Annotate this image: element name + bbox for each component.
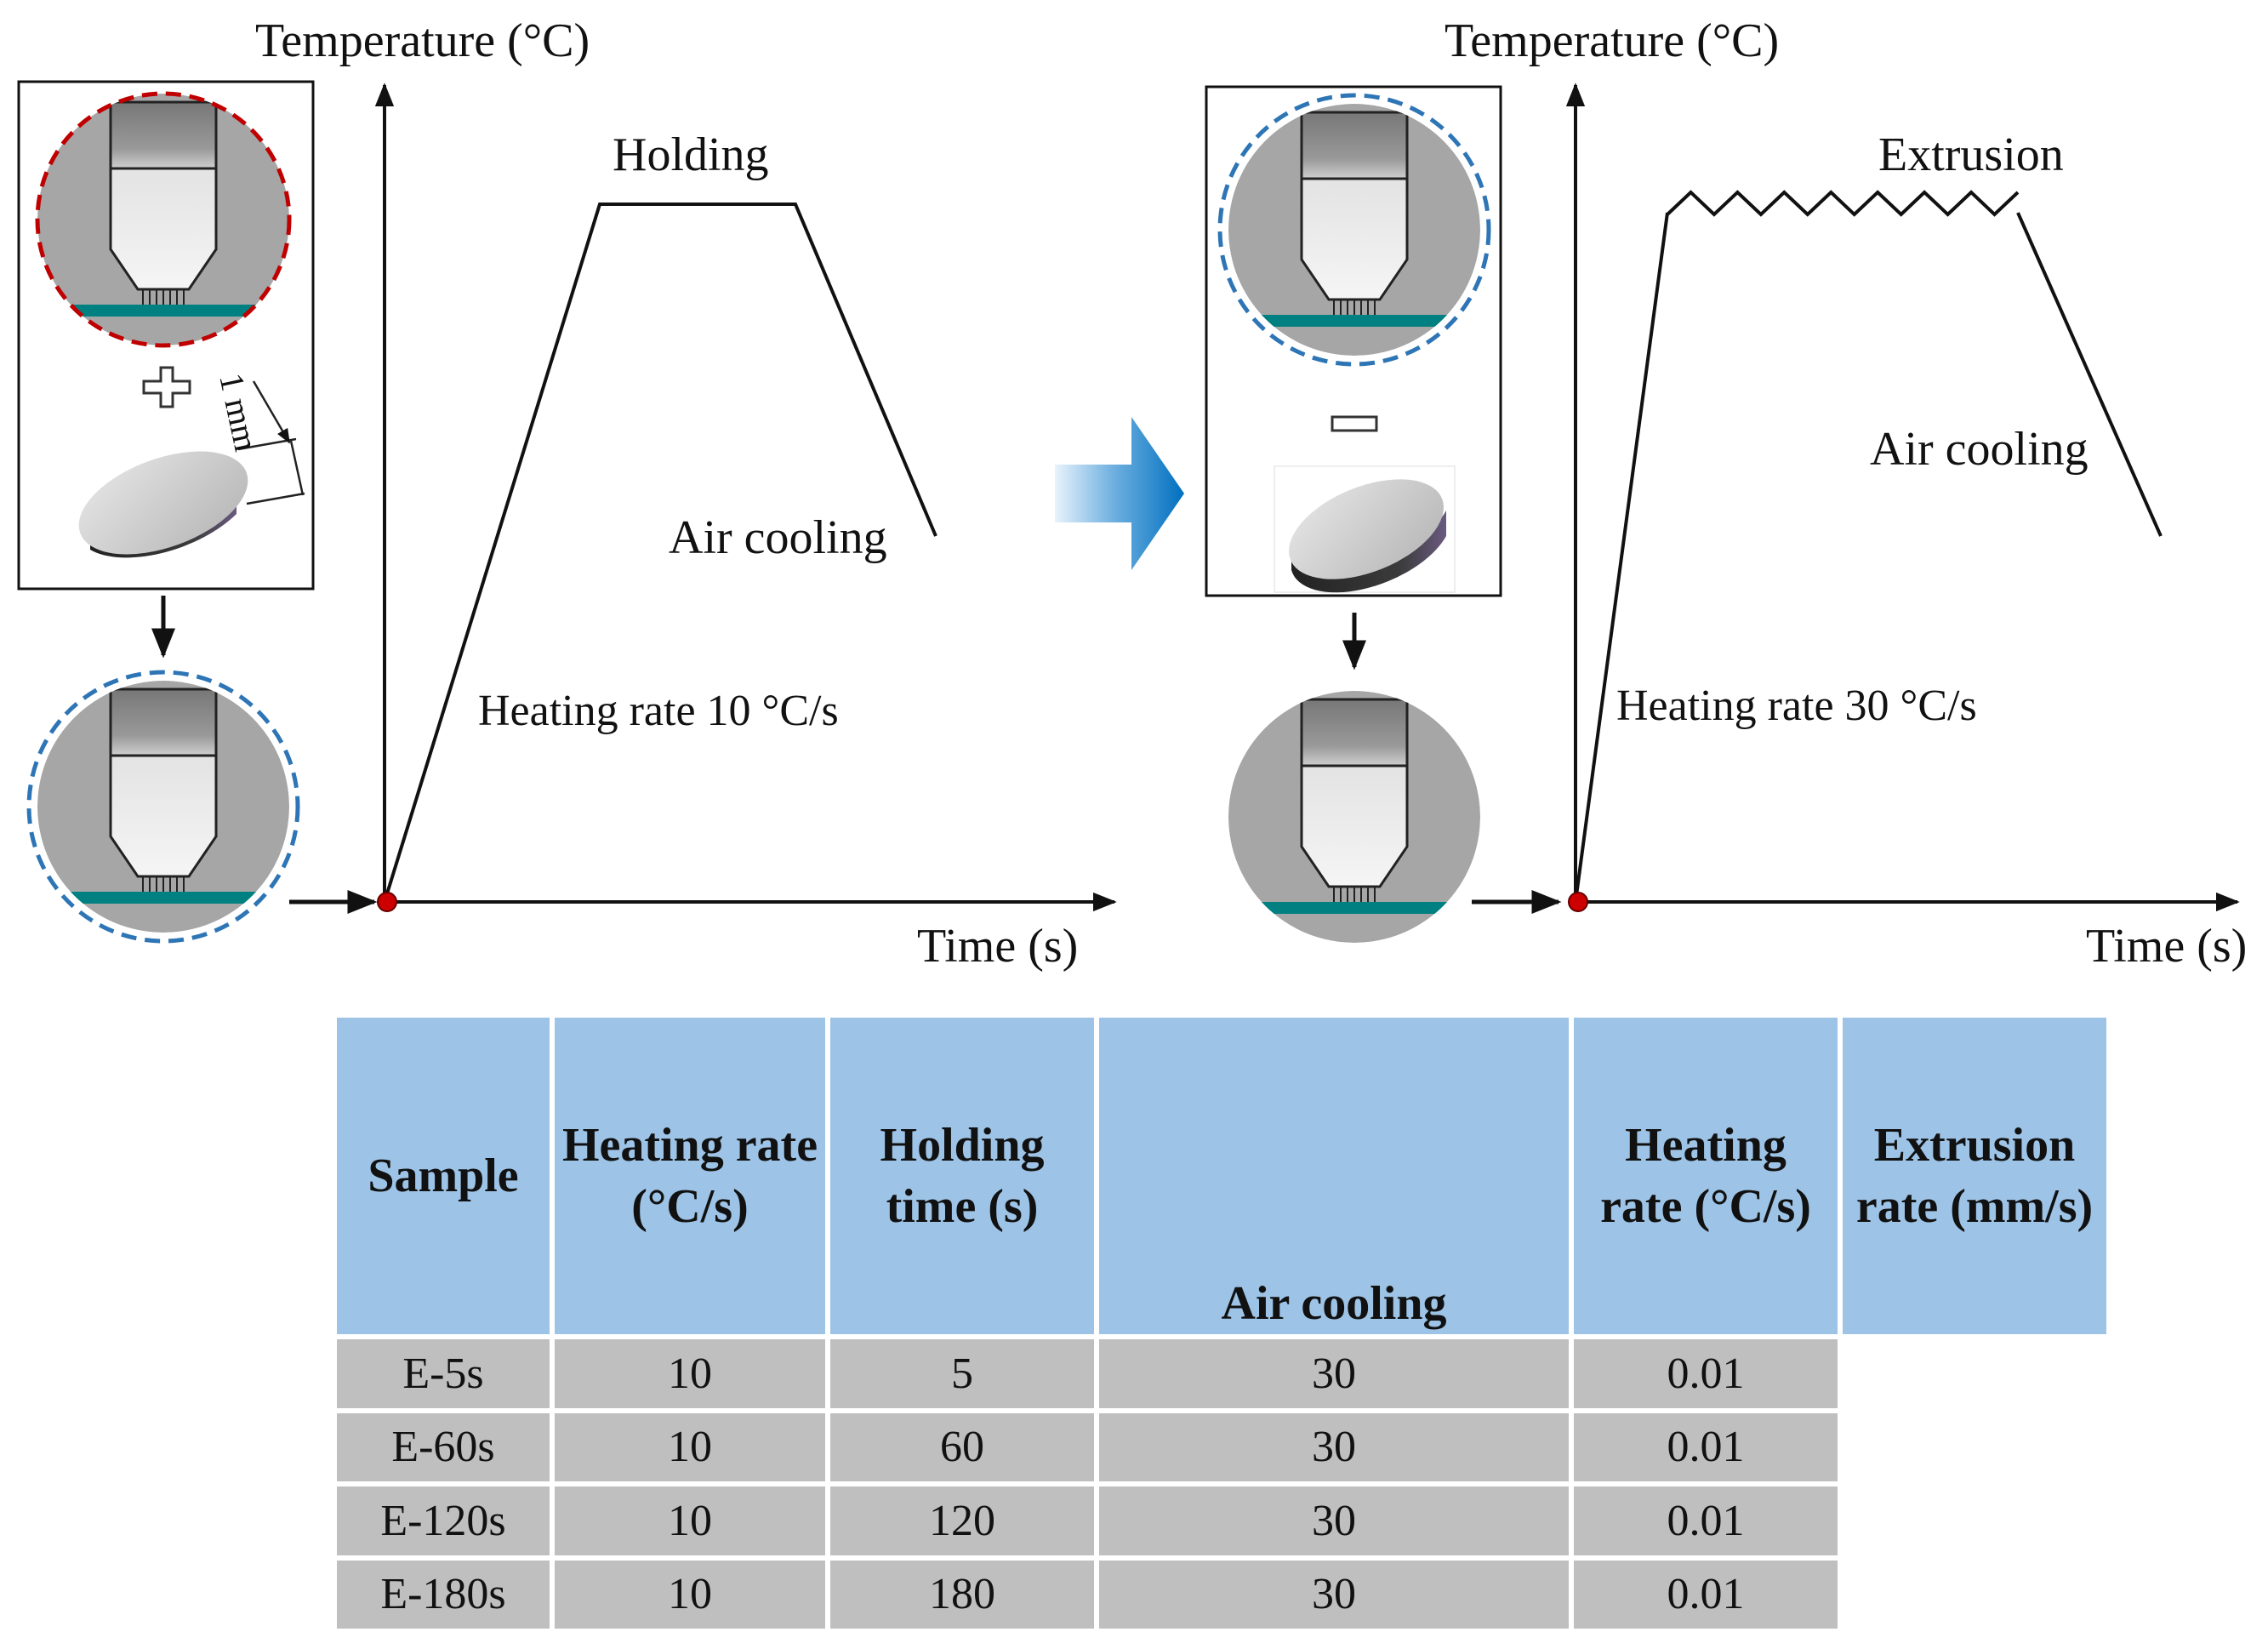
cell-extrusion-rate: 0.01 <box>1574 1486 1838 1555</box>
header-heating-rate-1: Heating rate (°C/s) <box>555 1018 825 1334</box>
sample-disk-left <box>78 451 248 558</box>
big-transition-arrow <box>1055 417 1184 570</box>
right-start-dot <box>1568 892 1588 912</box>
crucible-with-melt <box>1217 93 1491 367</box>
left-x-axis-label: Time (s) <box>917 920 1078 973</box>
cell-heating-rate-2: 30 <box>1099 1560 1569 1629</box>
cell-sample: E-180s <box>337 1560 550 1629</box>
right-temperature-graph: Temperature (°C) Time (s) Extrusion Air … <box>1445 14 2247 973</box>
plus-icon <box>142 366 191 408</box>
crucible-after-melt <box>26 670 300 944</box>
cell-heating-rate-2: 30 <box>1099 1412 1569 1481</box>
left-y-axis-label: Temperature (°C) <box>255 14 590 67</box>
right-y-axis-label: Temperature (°C) <box>1445 14 1779 67</box>
extrusion-label: Extrusion <box>1878 128 2064 181</box>
cell-sample: E-60s <box>337 1412 550 1481</box>
right-x-axis-label: Time (s) <box>2086 920 2247 973</box>
minus-icon <box>1331 415 1378 432</box>
cell-extrusion-rate: 0.01 <box>1574 1339 1838 1408</box>
table-row: E-5s 10 5 30 0.01 <box>337 1339 2106 1408</box>
left-air-cooling-label: Air cooling <box>669 511 887 564</box>
crucible-before-melt <box>35 91 292 348</box>
extrusion-zigzag <box>1666 190 2020 217</box>
cell-holding-time: 120 <box>830 1486 1094 1555</box>
cell-heating-rate-1: 10 <box>555 1560 825 1629</box>
cell-extrusion-rate: 0.01 <box>1574 1560 1838 1629</box>
table-header-row: Sample Heating rate (°C/s) Holding time … <box>337 1018 2106 1334</box>
blue-dashed-circle <box>26 670 300 944</box>
header-sample: Sample <box>337 1018 550 1334</box>
cell-heating-rate-1: 10 <box>555 1486 825 1555</box>
header-holding-time: Holding time (s) <box>830 1018 1094 1334</box>
air-cooling-merged-cell: Air cooling <box>1099 1018 1569 1334</box>
right-heating-line <box>1574 212 1669 903</box>
cell-sample: E-120s <box>337 1486 550 1555</box>
cell-heating-rate-1: 10 <box>555 1339 825 1408</box>
cell-heating-rate-2: 30 <box>1099 1339 1569 1408</box>
right-heating-rate-label: Heating rate 30 °C/s <box>1616 682 1977 730</box>
cell-holding-time: 5 <box>830 1339 1094 1408</box>
right-air-cooling-label: Air cooling <box>1870 423 2088 476</box>
process-parameters-table-container: Sample Heating rate (°C/s) Holding time … <box>332 1013 2110 1634</box>
cell-extrusion-rate: 0.01 <box>1574 1412 1838 1481</box>
blue-dashed-circle-right <box>1217 93 1491 367</box>
left-temperature-graph: Temperature (°C) Time (s) Holding Air co… <box>255 14 1117 973</box>
left-temperature-profile <box>383 203 937 903</box>
cell-holding-time: 60 <box>830 1412 1094 1481</box>
table-row: E-60s 10 60 30 0.01 <box>337 1412 2106 1481</box>
red-dashed-circle <box>35 91 292 348</box>
header-heating-rate-2: Heating rate (°C/s) <box>1574 1018 1838 1334</box>
header-extrusion-rate: Extrusion rate (mm/s) <box>1843 1018 2106 1334</box>
table-row: E-180s 10 180 30 0.01 <box>337 1560 2106 1629</box>
cell-heating-rate-1: 10 <box>555 1412 825 1481</box>
process-diagram: 1 mm Temperature (°C) Time (s) Holding A… <box>17 14 2247 973</box>
table-row: E-120s 10 120 30 0.01 <box>337 1486 2106 1555</box>
left-heating-rate-label: Heating rate 10 °C/s <box>478 687 839 735</box>
cell-sample: E-5s <box>337 1339 550 1408</box>
crucible-extruded <box>1228 691 1480 943</box>
thickness-dimension <box>237 380 305 505</box>
holding-label: Holding <box>613 128 769 181</box>
left-start-dot <box>377 892 397 912</box>
cell-holding-time: 180 <box>830 1560 1094 1629</box>
cell-heating-rate-2: 30 <box>1099 1486 1569 1555</box>
right-cooling-line <box>2016 212 2163 537</box>
sample-disk-right <box>1274 465 1456 593</box>
process-parameters-table: Sample Heating rate (°C/s) Holding time … <box>332 1013 2111 1634</box>
